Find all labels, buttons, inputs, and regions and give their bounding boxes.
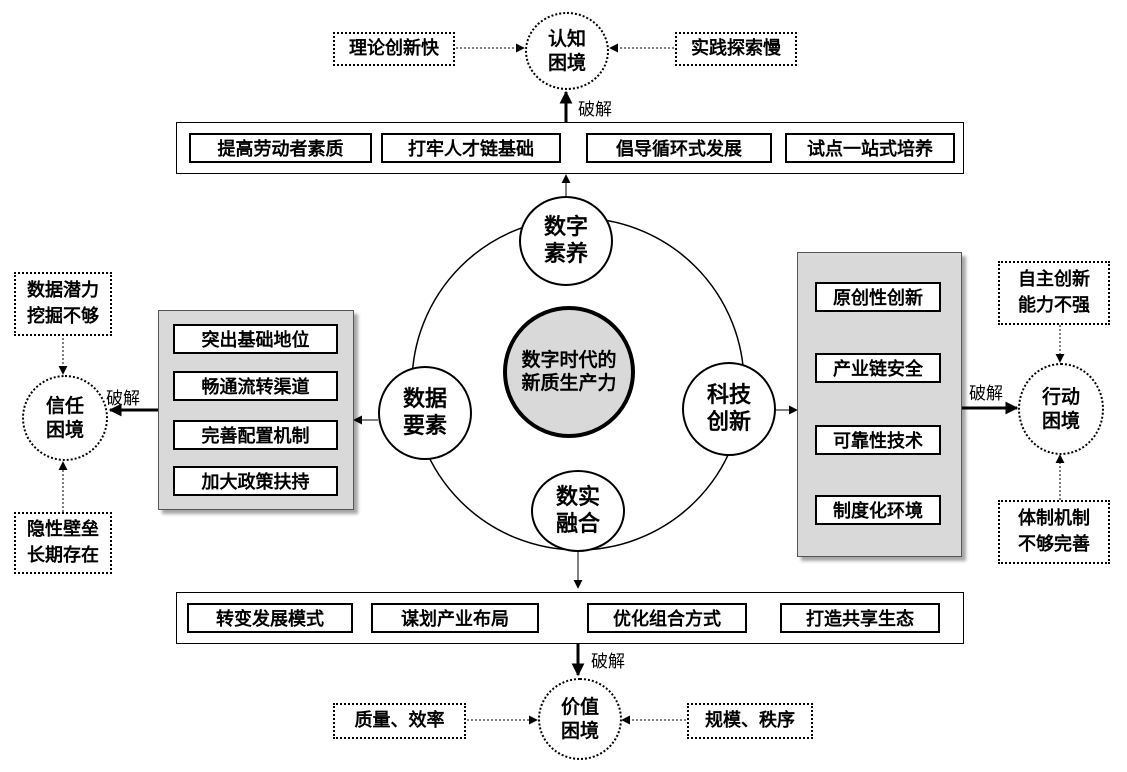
dilemma-value: 价值 困境 [538,678,622,760]
center-node: 数字时代的 新质生产力 [503,306,635,438]
break-label-right: 破解 [969,384,1003,404]
cause-theory-fast: 理论创新快 [333,32,455,66]
cause-scale-order: 规模、秩序 [687,703,813,739]
cause-quality-efficiency: 质量、效率 [333,703,466,739]
cause-hidden-barriers: 隐性壁垒 长期存在 [14,512,112,574]
bottom-measure-1: 转变发展模式 [187,603,353,633]
cause-practice-slow: 实践探索慢 [675,32,797,66]
bottom-measure-3: 优化组合方式 [587,603,747,633]
top-measure-3: 倡导循环式发展 [586,133,772,163]
top-measure-2: 打牢人才链基础 [381,133,561,163]
dilemma-action: 行动 困境 [1018,363,1104,455]
cause-data-potential: 数据潜力 挖掘不够 [14,272,112,336]
right-measure-4: 制度化环境 [815,495,941,525]
break-label-bottom: 破解 [591,652,625,672]
break-label-left: 破解 [106,389,140,409]
right-measure-3: 可靠性技术 [815,425,941,455]
cause-weak-innovation: 自主创新 能力不强 [998,261,1110,325]
cause-institutional-gaps: 体制机制 不够完善 [998,500,1110,564]
node-data-elements: 数据 要素 [378,366,472,460]
top-measure-1: 提高劳动者素质 [189,133,372,163]
left-measure-1: 突出基础地位 [173,324,338,354]
dilemma-trust: 信任 困境 [22,375,108,461]
node-digital-literacy: 数字 素养 [519,196,613,286]
right-measure-1: 原创性创新 [815,282,941,312]
left-measure-3: 完善配置机制 [173,420,338,450]
dilemma-cognitive: 认知 困境 [525,12,609,90]
node-digital-real-integration: 数实 融合 [531,470,625,552]
break-label-top: 破解 [578,100,612,120]
right-measure-2: 产业链安全 [815,353,941,383]
node-tech-innovation: 科技 创新 [682,362,776,456]
left-measure-4: 加大政策扶持 [173,466,338,496]
bottom-measure-4: 打造共享生态 [780,603,940,633]
bottom-measure-2: 谋划产业布局 [371,603,539,633]
top-measure-4: 试点一站式培养 [785,133,955,163]
left-measure-2: 畅通流转渠道 [173,371,338,401]
